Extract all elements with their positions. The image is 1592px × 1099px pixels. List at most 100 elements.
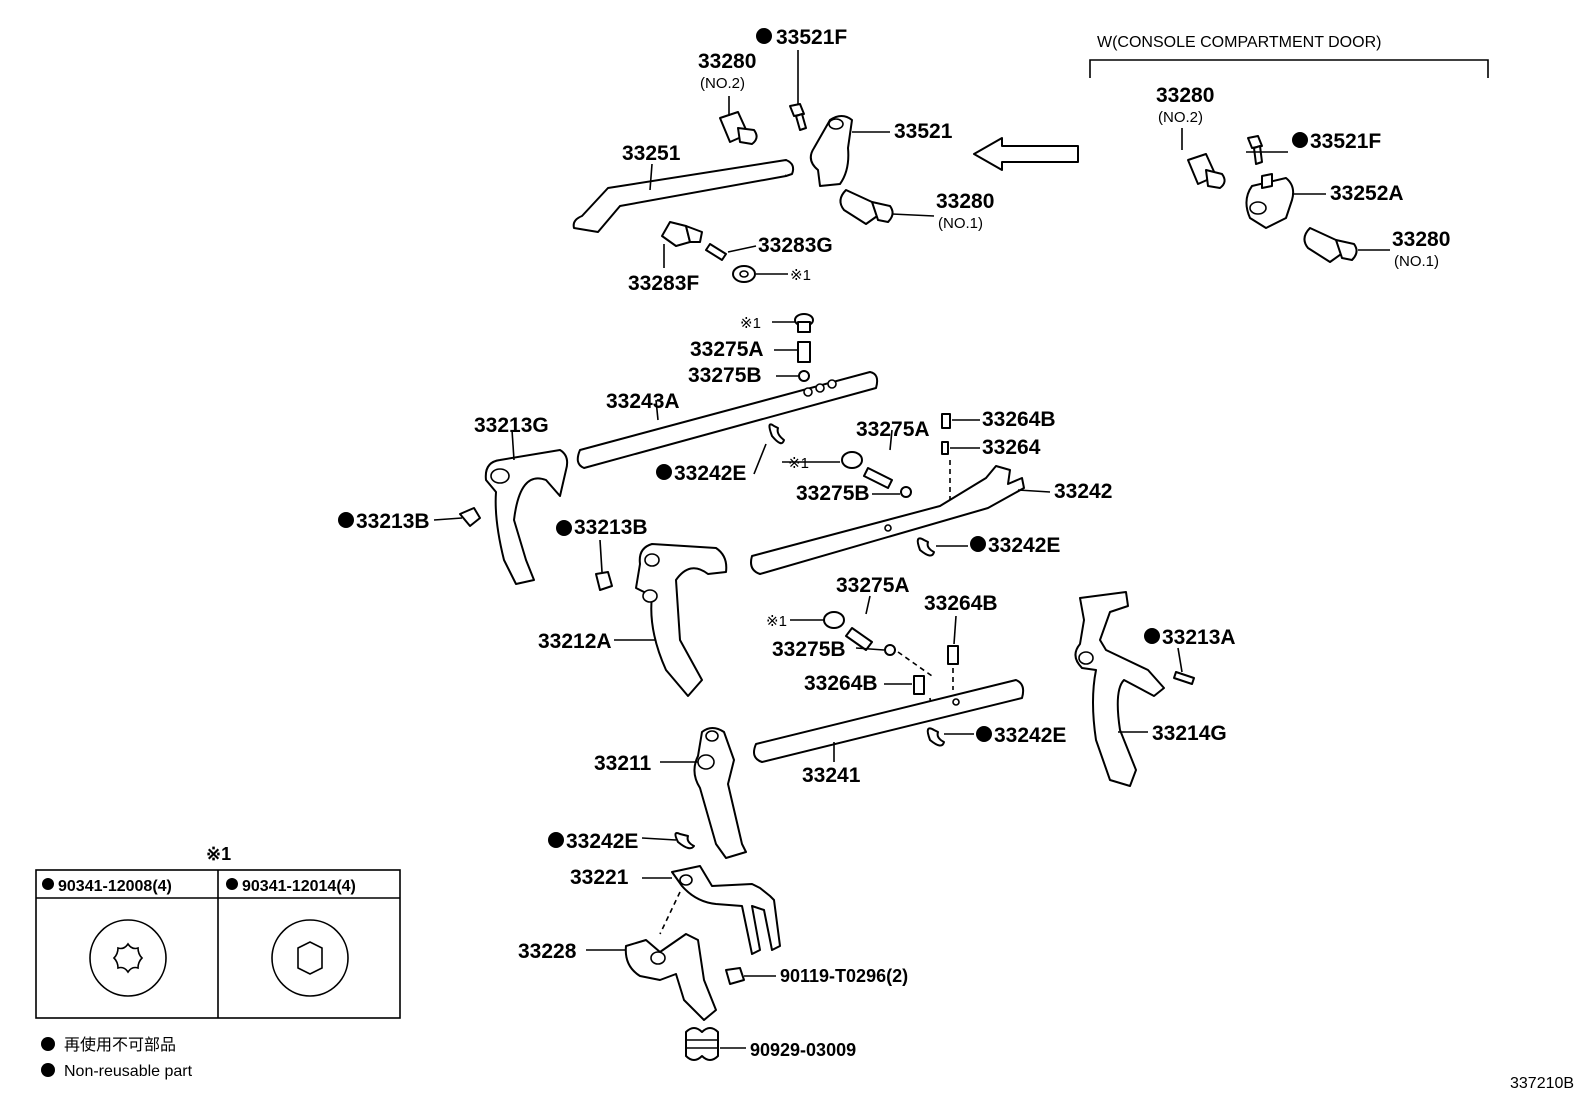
bolt-ref1-33242 bbox=[841, 451, 863, 469]
pin-33264 bbox=[941, 441, 949, 455]
label-33280-mid: 33280 bbox=[936, 190, 994, 213]
label-33283F: 33283F bbox=[628, 272, 699, 295]
label-33221: 33221 bbox=[570, 866, 629, 889]
label-v33521F: 33521F bbox=[1310, 130, 1381, 153]
pin-33213A bbox=[1173, 671, 1195, 685]
label-33251: 33251 bbox=[622, 142, 681, 165]
inset-col2-header: 90341-12014(4) bbox=[242, 878, 356, 895]
snap-ring-33242E-3 bbox=[926, 727, 945, 747]
bolt-ref1-top bbox=[732, 265, 756, 283]
label-33280-top-sub: (NO.2) bbox=[700, 75, 745, 92]
label-v33280-b-sub: (NO.1) bbox=[1394, 253, 1439, 270]
label-33275A-1: 33275A bbox=[690, 338, 764, 361]
label-ref1-a: ※1 bbox=[790, 267, 811, 284]
ball-33275B-2 bbox=[900, 486, 912, 498]
figure-id: 337210B bbox=[1510, 1075, 1574, 1092]
label-33264B-3: 33264B bbox=[804, 672, 878, 695]
label-ref1-d: ※1 bbox=[766, 613, 787, 630]
label-ref1-c: ※1 bbox=[788, 455, 809, 472]
spring-90929 bbox=[685, 1027, 719, 1061]
label-33275B-3: 33275B bbox=[772, 638, 846, 661]
label-33213G: 33213G bbox=[474, 414, 549, 437]
variant-bracket: W(CONSOLE COMPARTMENT DOOR) bbox=[1089, 34, 1489, 78]
label-33212A: 33212A bbox=[538, 630, 612, 653]
bolt-33213B-1 bbox=[459, 507, 481, 527]
hex-bolt-icon bbox=[271, 919, 349, 997]
lever-33228 bbox=[624, 933, 717, 1021]
label-33214G: 33214G bbox=[1152, 722, 1227, 745]
snap-ring-33242E-4 bbox=[674, 832, 695, 850]
shaft-33243A bbox=[576, 371, 879, 469]
lever-33521 bbox=[809, 115, 853, 187]
label-33280-mid-sub: (NO.1) bbox=[938, 215, 983, 232]
label-33211: 33211 bbox=[594, 752, 652, 775]
label-33242E-1: 33242E bbox=[674, 462, 746, 485]
bolt-90119 bbox=[725, 967, 745, 985]
label-33264B-2: 33264B bbox=[924, 592, 998, 615]
snap-ring-33242E-1 bbox=[768, 423, 785, 445]
fork-33213G bbox=[484, 449, 569, 585]
pin-33264B-1 bbox=[941, 413, 951, 429]
label-90929: 90929-03009 bbox=[750, 1040, 856, 1060]
lever-33221 bbox=[671, 865, 781, 955]
label-33264B-1: 33264B bbox=[982, 408, 1056, 431]
legend-line2: Non-reusable part bbox=[64, 1063, 193, 1080]
legend: 再使用不可部品 Non-reusable part bbox=[41, 1036, 193, 1080]
label-33228: 33228 bbox=[518, 940, 577, 963]
label-33275A-2: 33275A bbox=[856, 418, 930, 441]
inset-ref: ※1 bbox=[206, 844, 231, 864]
label-33264: 33264 bbox=[982, 436, 1041, 459]
label-90119: 90119-T0296(2) bbox=[780, 966, 908, 986]
spring-33275A-2 bbox=[863, 467, 893, 489]
label-33275A-3: 33275A bbox=[836, 574, 910, 597]
ball-33275B-3 bbox=[884, 644, 896, 656]
bolt-ref1-33241 bbox=[823, 611, 845, 629]
label-v33252A: 33252A bbox=[1330, 182, 1404, 205]
ball-33275B-1 bbox=[798, 370, 810, 382]
label-33521F-top: 33521F bbox=[776, 26, 847, 49]
plug-33280-no2-top bbox=[719, 111, 758, 145]
direction-arrow bbox=[973, 137, 1079, 171]
plug-33280-no2-variant bbox=[1187, 153, 1226, 189]
variant-header: W(CONSOLE COMPARTMENT DOOR) bbox=[1097, 34, 1381, 51]
label-33242E-2: 33242E bbox=[988, 534, 1060, 557]
fork-33212A bbox=[635, 543, 728, 697]
shaft-33242 bbox=[750, 465, 1025, 575]
label-33213B-2: 33213B bbox=[574, 516, 648, 539]
torx-bolt-icon bbox=[89, 919, 167, 997]
shaft-33251 bbox=[572, 159, 795, 233]
pin-33283G bbox=[705, 243, 727, 261]
label-v33280-b: 33280 bbox=[1392, 228, 1450, 251]
legend-line1: 再使用不可部品 bbox=[64, 1036, 176, 1054]
label-33283G: 33283G bbox=[758, 234, 833, 257]
label-33275B-2: 33275B bbox=[796, 482, 870, 505]
bolt-33521F-top bbox=[789, 103, 807, 131]
plug-33280-no1-mid bbox=[839, 189, 894, 225]
fork-33214G bbox=[1074, 591, 1165, 787]
label-33242E-4: 33242E bbox=[566, 830, 638, 853]
leader-lines bbox=[433, 50, 1390, 1049]
lever-33252A bbox=[1245, 173, 1295, 229]
label-33242: 33242 bbox=[1054, 480, 1112, 503]
label-33213A: 33213A bbox=[1162, 626, 1236, 649]
label-33241: 33241 bbox=[802, 764, 861, 787]
non-reusable-markers bbox=[338, 28, 1308, 848]
label-33521: 33521 bbox=[894, 120, 953, 143]
label-33242E-3: 33242E bbox=[994, 724, 1066, 747]
snap-ring-33242E-2 bbox=[916, 537, 935, 557]
label-v33280-a-sub: (NO.2) bbox=[1158, 109, 1203, 126]
inset-table: ※1 90341-12008(4) 90341-12014(4) bbox=[35, 844, 401, 1019]
pin-33264B-2 bbox=[947, 645, 959, 665]
label-33275B-1: 33275B bbox=[688, 364, 762, 387]
label-33213B-1: 33213B bbox=[356, 510, 430, 533]
bolt-ref1-shaft bbox=[794, 313, 814, 333]
label-33243A: 33243A bbox=[606, 390, 680, 413]
label-33280-top: 33280 bbox=[698, 50, 756, 73]
label-v33280-a: 33280 bbox=[1156, 84, 1214, 107]
inset-col1-header: 90341-12008(4) bbox=[58, 878, 172, 895]
detent-33283F bbox=[661, 221, 703, 247]
part-labels: 33521F 33280 (NO.2) 33521 33251 33280 (N… bbox=[356, 26, 1450, 1060]
bolt-33213B-2 bbox=[595, 571, 613, 591]
bolt-33521F-variant bbox=[1247, 135, 1263, 165]
